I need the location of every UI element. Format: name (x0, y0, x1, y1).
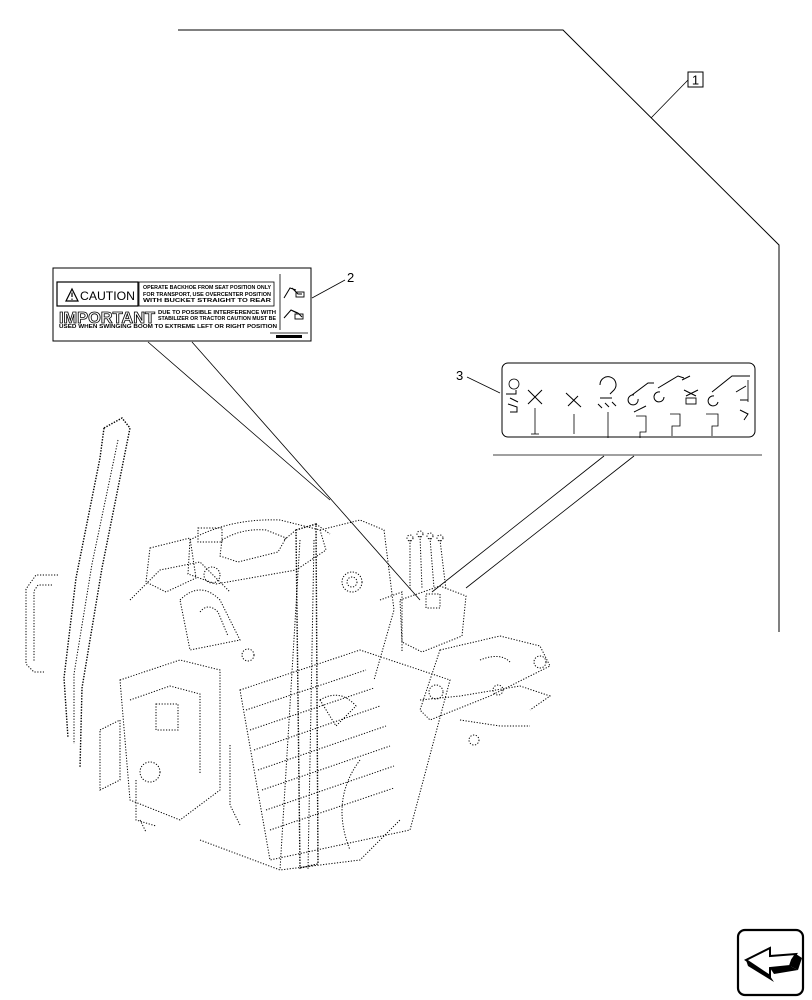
item2-callout: 2 (347, 270, 354, 285)
decal3-pointer-b (465, 455, 635, 589)
item1-callout-box (687, 71, 704, 88)
item3-callout: 3 (456, 368, 463, 383)
warning-triangle-icon (65, 287, 79, 302)
caution-line-2: FOR TRANSPORT, USE OVERCENTER POSITION (143, 292, 271, 298)
item2-leader (311, 279, 346, 299)
backhoe-pictogram-icon (283, 287, 305, 320)
item3-leader (466, 376, 501, 394)
bucket-curl-icon (627, 382, 654, 438)
caution-line-1: OPERATE BACKHOE FROM SEAT POSITION ONLY (143, 285, 272, 291)
important-line-3: USED WHEN SWINGING BOOM TO EXTREME LEFT … (59, 324, 277, 330)
swing-left-icon (506, 378, 520, 413)
caution-line-3: WITH BUCKET STRAIGHT TO REAR (143, 298, 272, 304)
decal3-pointer-a (431, 455, 605, 593)
decal-2-caution-important: CAUTION OPERATE BACKHOE FROM SEAT POSITI… (52, 267, 312, 342)
tractor-operator-platform (25, 417, 552, 871)
lever-x-icon-2 (565, 392, 582, 434)
decal2-pointer-a (147, 341, 331, 501)
important-word: IMPORTANT (59, 310, 155, 327)
decal2-pointer-b (191, 341, 421, 601)
stabilizer-icon (681, 375, 719, 436)
corner-arrow-navigation-icon (736, 928, 805, 997)
item1-bracket: 1 (178, 29, 780, 632)
boom-extend-icon (707, 375, 750, 421)
item1-callout: 1 (692, 73, 699, 88)
important-line-2: STABILIZER OR TRACTOR CAUTION MUST BE (158, 316, 277, 322)
dipper-icon (653, 375, 685, 436)
decal-3-control-pattern (501, 362, 756, 438)
lever-x-icon-1 (527, 389, 543, 435)
caution-word: CAUTION (80, 289, 135, 303)
important-line-1: DUE TO POSSIBLE INTERFERENCE WITH (158, 310, 276, 316)
boom-up-icon (597, 376, 617, 438)
speaker-grille-icon (341, 571, 363, 593)
